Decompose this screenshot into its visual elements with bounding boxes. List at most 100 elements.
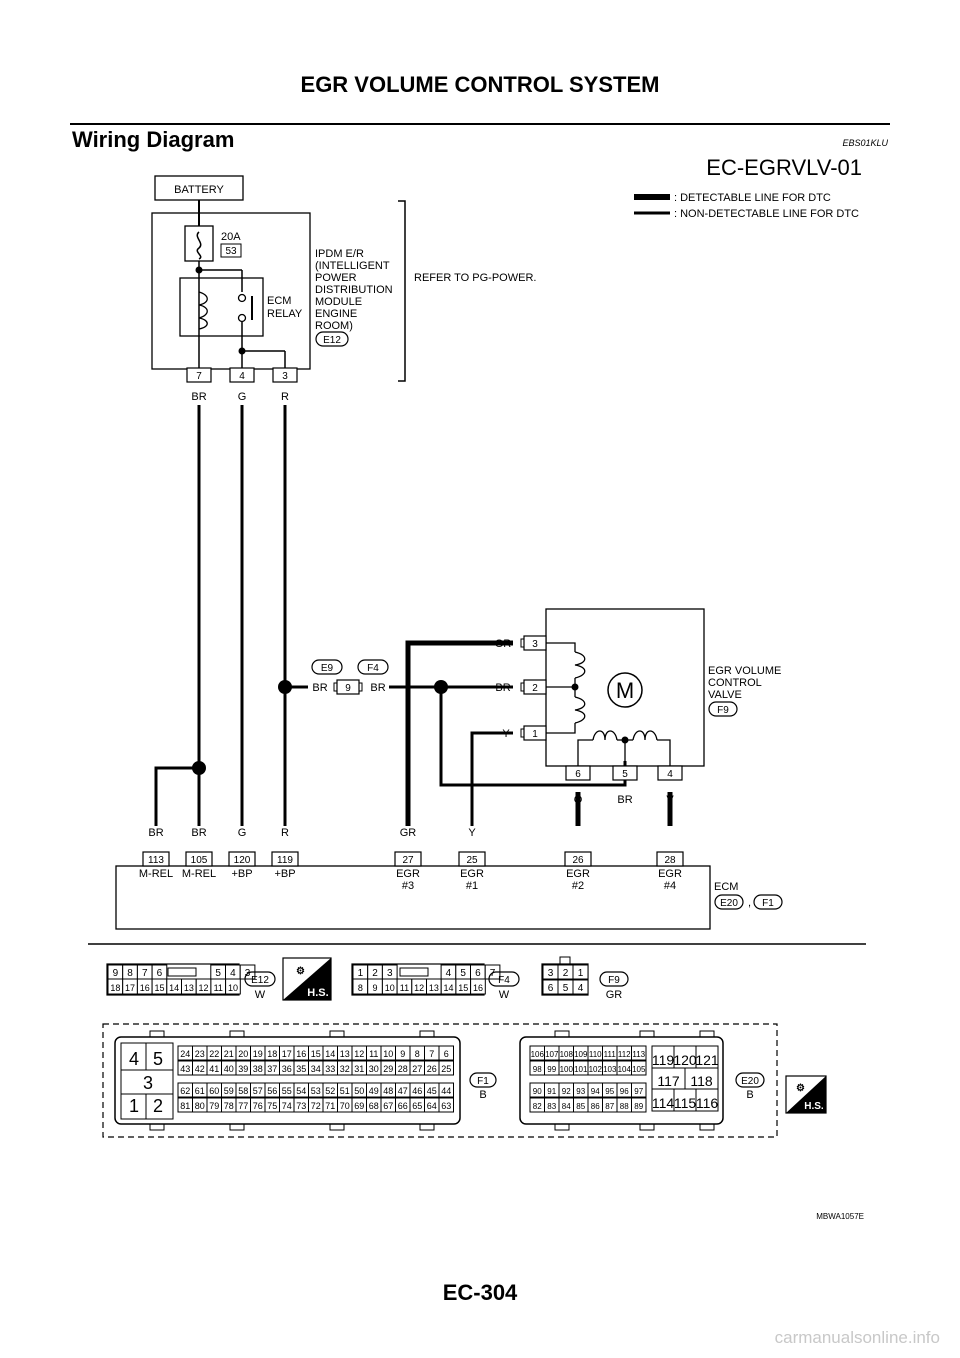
f1-r0-cell-12: 12 (354, 1049, 364, 1059)
ipdm-label-2: (INTELLIGENT (315, 260, 390, 272)
f4-top-cell-1: 1 (358, 968, 364, 979)
f1-r0-cell-13: 13 (340, 1049, 350, 1059)
e20-r2-cell-92: 92 (562, 1087, 571, 1096)
valve-label-1: EGR VOLUME (708, 665, 781, 677)
valve-label-2: CONTROL (708, 677, 762, 689)
conn-f9-color: GR (606, 989, 623, 1001)
hs-label-1: H.S. (307, 987, 328, 999)
f1-r1-cell-38: 38 (253, 1064, 263, 1074)
ecm-wire-113: BR (148, 827, 163, 839)
refer-note: REFER TO PG-POWER. (414, 272, 536, 284)
f1-r2-cell-60: 60 (209, 1086, 219, 1096)
valve-pin-2: 2 (532, 683, 538, 694)
f4-bottom-cell-11: 11 (400, 983, 409, 993)
f1-r3-cell-68: 68 (369, 1101, 379, 1111)
e12-bottom-cell-12: 12 (199, 983, 209, 993)
f1-r0-cell-7: 7 (429, 1049, 434, 1059)
f1-big-3: 3 (143, 1073, 153, 1093)
e20-big0-cell-120: 120 (673, 1052, 697, 1068)
joint-right-conn: F4 (367, 663, 379, 674)
f9-top-cell-3: 3 (548, 968, 554, 979)
f1-big-4: 4 (129, 1049, 139, 1069)
e20-r1-cell-99: 99 (547, 1065, 556, 1074)
section-ref: EBS01KLU (842, 138, 888, 148)
valve-wire-br: BR (495, 682, 510, 694)
joint-right-color: BR (370, 682, 385, 694)
e20-r1-cell-105: 105 (632, 1065, 646, 1074)
e12-bottom-cell-13: 13 (184, 983, 194, 993)
ecm-pin-105: 105 (191, 855, 208, 866)
e20-big2-cell-115: 115 (674, 1095, 697, 1111)
figure-code: MBWA1057E (816, 1212, 864, 1221)
f1-r3-cell-70: 70 (340, 1101, 350, 1111)
f1-r2-cell-62: 62 (180, 1086, 190, 1096)
f1-r1-cell-43: 43 (180, 1064, 190, 1074)
e20-big2-cell-114: 114 (652, 1095, 675, 1111)
ipdm-connector: E12 (323, 335, 341, 346)
hs-badge-2: ⚙ H.S. (785, 1075, 827, 1114)
f1-r0-cell-17: 17 (282, 1049, 292, 1059)
e20-r2-cell-94: 94 (591, 1087, 600, 1096)
f1-r0-cell-20: 20 (238, 1049, 248, 1059)
e12-top-cell-7: 7 (142, 968, 148, 979)
e20-r3-cell-88: 88 (620, 1102, 629, 1111)
joint-left-conn: E9 (321, 663, 334, 674)
battery-label: BATTERY (174, 184, 224, 196)
f1-r1-cell-35: 35 (296, 1064, 306, 1074)
f1-r2-cell-61: 61 (195, 1086, 205, 1096)
conn-e12-id: E12 (251, 975, 269, 986)
f1-r0-cell-9: 9 (400, 1049, 405, 1059)
e20-r3-cell-83: 83 (547, 1102, 556, 1111)
f4-bottom-cell-12: 12 (414, 983, 424, 993)
valve-pin-3: 3 (532, 639, 538, 650)
ipdm-wire-br: BR (191, 391, 206, 403)
ecm-relay-label-2: RELAY (267, 308, 303, 320)
f1-big-1: 1 (129, 1096, 139, 1116)
page-number: EC-304 (442, 1280, 518, 1305)
e12-top-cell-4: 4 (230, 968, 236, 979)
e20-big2-cell-116: 116 (696, 1095, 719, 1111)
e20-r3-cell-87: 87 (605, 1102, 614, 1111)
f1-r0-cell-11: 11 (369, 1049, 378, 1059)
legend-non-detectable: : NON-DETECTABLE LINE FOR DTC (674, 208, 859, 220)
f9-bottom-cell-5: 5 (563, 983, 569, 994)
f1-r2-cell-54: 54 (296, 1086, 306, 1096)
f1-r3-cell-73: 73 (296, 1101, 306, 1111)
f1-r1-cell-39: 39 (238, 1064, 248, 1074)
f1-r3-cell-75: 75 (267, 1101, 277, 1111)
f1-r3-cell-64: 64 (427, 1101, 437, 1111)
f4-bottom-cell-8: 8 (358, 983, 363, 993)
f1-r1-cell-36: 36 (282, 1064, 292, 1074)
section-title: Wiring Diagram (72, 127, 235, 152)
e20-r0-cell-112: 112 (618, 1050, 631, 1059)
e12-top-cell-9: 9 (113, 968, 119, 979)
f9-top-cell-2: 2 (563, 968, 569, 979)
motor-symbol (607, 672, 643, 708)
f1-r3-cell-78: 78 (224, 1101, 234, 1111)
e20-r1-cell-103: 103 (603, 1065, 617, 1074)
e20-r1-cell-102: 102 (589, 1065, 603, 1074)
ipdm-label-4: DISTRIBUTION (315, 284, 393, 296)
valve-pin-5: 5 (622, 769, 628, 780)
f1-r0-cell-14: 14 (325, 1049, 335, 1059)
e20-r2-cell-97: 97 (634, 1087, 643, 1096)
ipdm-label-7: ROOM) (315, 320, 353, 332)
ecm-term-label-119: +BP (274, 868, 295, 880)
e20-big1-cell-117: 117 (657, 1073, 680, 1089)
f1-r2-cell-59: 59 (224, 1086, 234, 1096)
e12-top-cell-6: 6 (157, 968, 163, 979)
f9-top-cell-1: 1 (578, 968, 584, 979)
f1-r1-cell-34: 34 (311, 1064, 321, 1074)
valve-wire-y: Y (502, 728, 510, 740)
hs-badge-1: ⚙ H.S. (282, 957, 332, 1001)
ecm-pin-25: 25 (466, 855, 478, 866)
f1-r3-cell-71: 71 (325, 1101, 335, 1111)
ecm-term-label-113: M-REL (139, 868, 173, 880)
ipdm-pin-7: 7 (196, 371, 202, 382)
e20-r2-cell-91: 91 (547, 1087, 556, 1096)
conn-e20-id: E20 (741, 1076, 759, 1087)
svg-text:⚙: ⚙ (296, 966, 305, 977)
f1-r3-cell-81: 81 (180, 1101, 190, 1111)
ecm-wire-25: Y (468, 827, 476, 839)
f4-top-cell-4: 4 (446, 968, 452, 979)
